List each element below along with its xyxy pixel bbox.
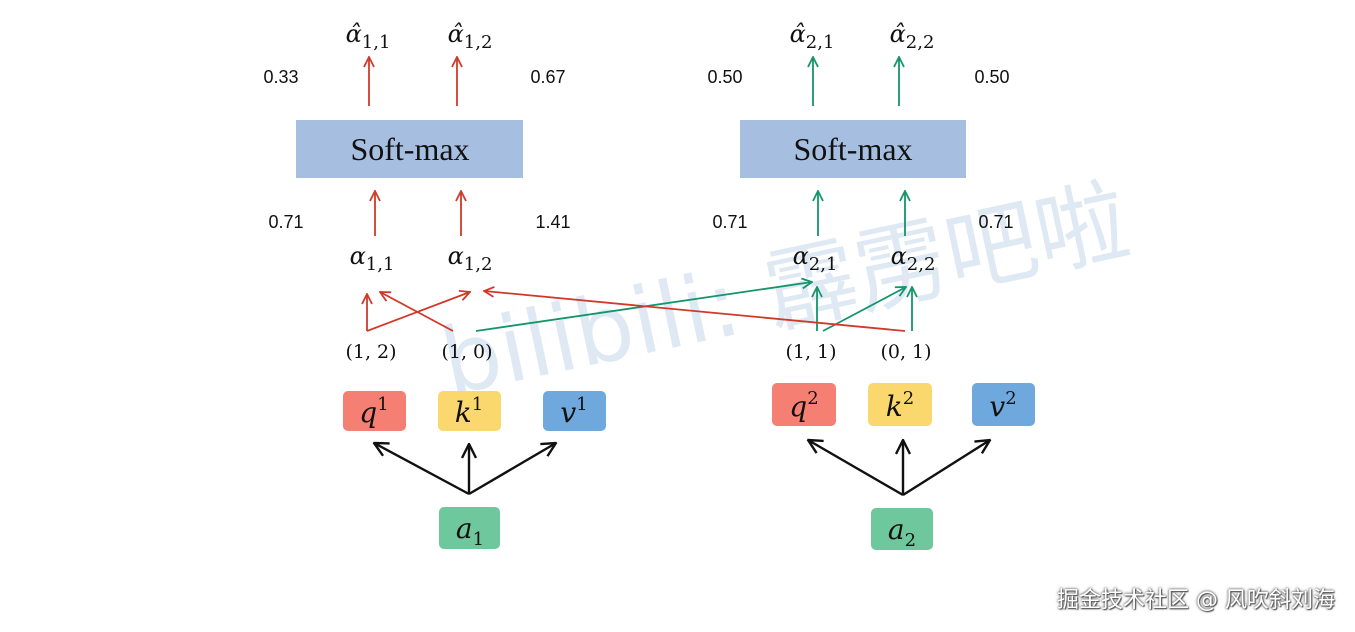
left-input-label: a1 [456,512,484,550]
arrow-icon [366,292,470,332]
right-softmax-value-1: 0.50 [707,67,742,87]
left-k-label: k1 [455,394,483,429]
right-score-1: α2,1 [793,242,838,275]
right-score-value-1: 0.71 [712,212,747,232]
arrow-icon [484,291,906,332]
right-softmax-box [740,120,966,178]
left-score-value-2: 1.41 [535,212,570,232]
right-softmax-value-2: 0.50 [974,67,1009,87]
left-score-1: α1,1 [350,242,395,275]
right-input-label: a2 [888,513,916,551]
left-softmax-label: Soft-max [350,131,469,167]
left-input-box [439,507,500,549]
right-group: Soft-max α̂2,1 α̂2,2 0.50 0.50 0.71 0.71… [707,20,1035,551]
arrow-icon [468,443,556,496]
right-score-2: α2,2 [891,242,936,275]
footer-credit: 掘金技术社区 @ 风吹斜刘海 [1057,588,1335,613]
arrow-icon [902,440,990,497]
right-softmax-output-1: α̂2,1 [790,20,835,53]
left-softmax-output-1: α̂1,1 [346,20,391,53]
arrow-icon [380,292,454,332]
left-group: Soft-max α̂1,1 α̂1,2 0.33 0.67 0.71 1.41… [263,20,606,550]
left-score-value-1: 0.71 [268,212,303,232]
right-softmax-output-2: α̂2,2 [890,20,935,53]
arrow-icon [374,443,470,496]
left-softmax-value-1: 0.33 [263,67,298,87]
left-q-box [343,391,406,431]
right-v-box [972,383,1035,426]
arrow-icon [808,440,904,497]
right-query-vector: (1, 1) [785,341,836,363]
left-query-vector: (1, 2) [345,341,396,363]
left-softmax-output-2: α̂1,2 [448,20,493,53]
watermark-text: bilibili: 霹雳吧啦 [432,167,1137,417]
left-v-box [543,391,606,431]
right-input-box [871,508,933,550]
left-q-label: q1 [359,394,388,429]
right-q-label: q2 [789,388,818,423]
right-key-vector: (0, 1) [880,341,931,363]
right-score-value-2: 0.71 [978,212,1013,232]
left-score-2: α1,2 [448,242,493,275]
left-key-vector: (1, 0) [441,341,492,363]
right-v-label: v2 [989,388,1016,423]
left-k-box [438,391,501,431]
left-softmax-box [296,120,523,178]
right-q-box [772,383,836,426]
left-softmax-value-2: 0.67 [530,67,565,87]
right-k-label: k2 [886,388,914,423]
right-k-box [868,383,932,426]
right-softmax-label: Soft-max [793,131,912,167]
left-v-label: v1 [560,394,587,429]
